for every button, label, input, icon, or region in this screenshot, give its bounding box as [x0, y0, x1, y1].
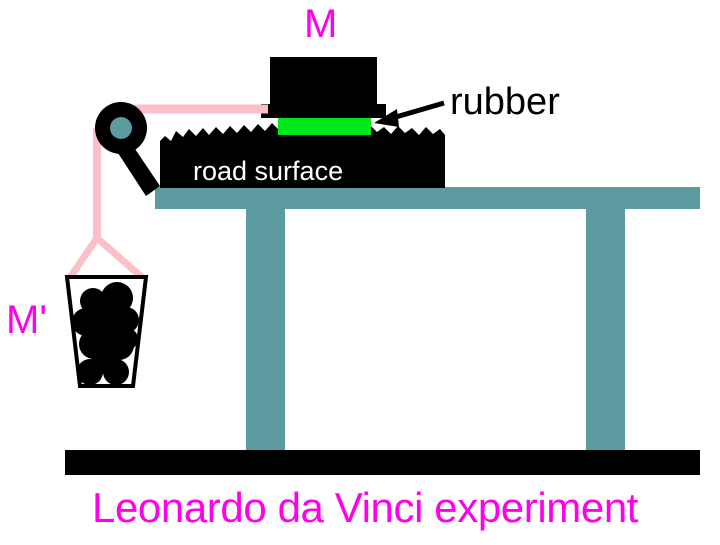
table-leg-left	[246, 209, 285, 462]
road-surface-slab	[160, 123, 445, 188]
weight	[103, 359, 129, 385]
pulley-group	[95, 102, 160, 196]
bucket-group	[64, 275, 149, 388]
diagram-caption: Leonardo da Vinci experiment	[92, 484, 639, 531]
table-group	[155, 187, 700, 462]
label-mass-M-prime: M'	[6, 298, 47, 342]
string-group	[66, 104, 268, 282]
weight	[113, 307, 139, 333]
table-leg-right	[586, 209, 625, 462]
rubber-pad	[278, 116, 371, 135]
rubber-arrow	[374, 100, 445, 127]
block-M-body	[270, 57, 377, 104]
bucket-weights	[72, 282, 139, 385]
weight	[116, 328, 138, 350]
rubber-arrow-shaft	[388, 100, 445, 122]
label-rubber: rubber	[450, 81, 560, 123]
label-road-surface: road surface	[193, 156, 344, 186]
pulley-arm	[116, 140, 160, 196]
block-M-flange	[261, 104, 386, 118]
weight	[91, 320, 115, 344]
floor-bar	[65, 450, 700, 475]
table-top	[155, 187, 700, 209]
rubber-arrow-head	[374, 109, 399, 127]
label-mass-M: M	[304, 2, 338, 46]
block-M-group	[261, 57, 386, 118]
string-bucket-right	[94, 235, 147, 282]
pulley-hub	[110, 117, 132, 139]
weight	[77, 359, 103, 385]
string-bucket-left	[66, 236, 100, 281]
